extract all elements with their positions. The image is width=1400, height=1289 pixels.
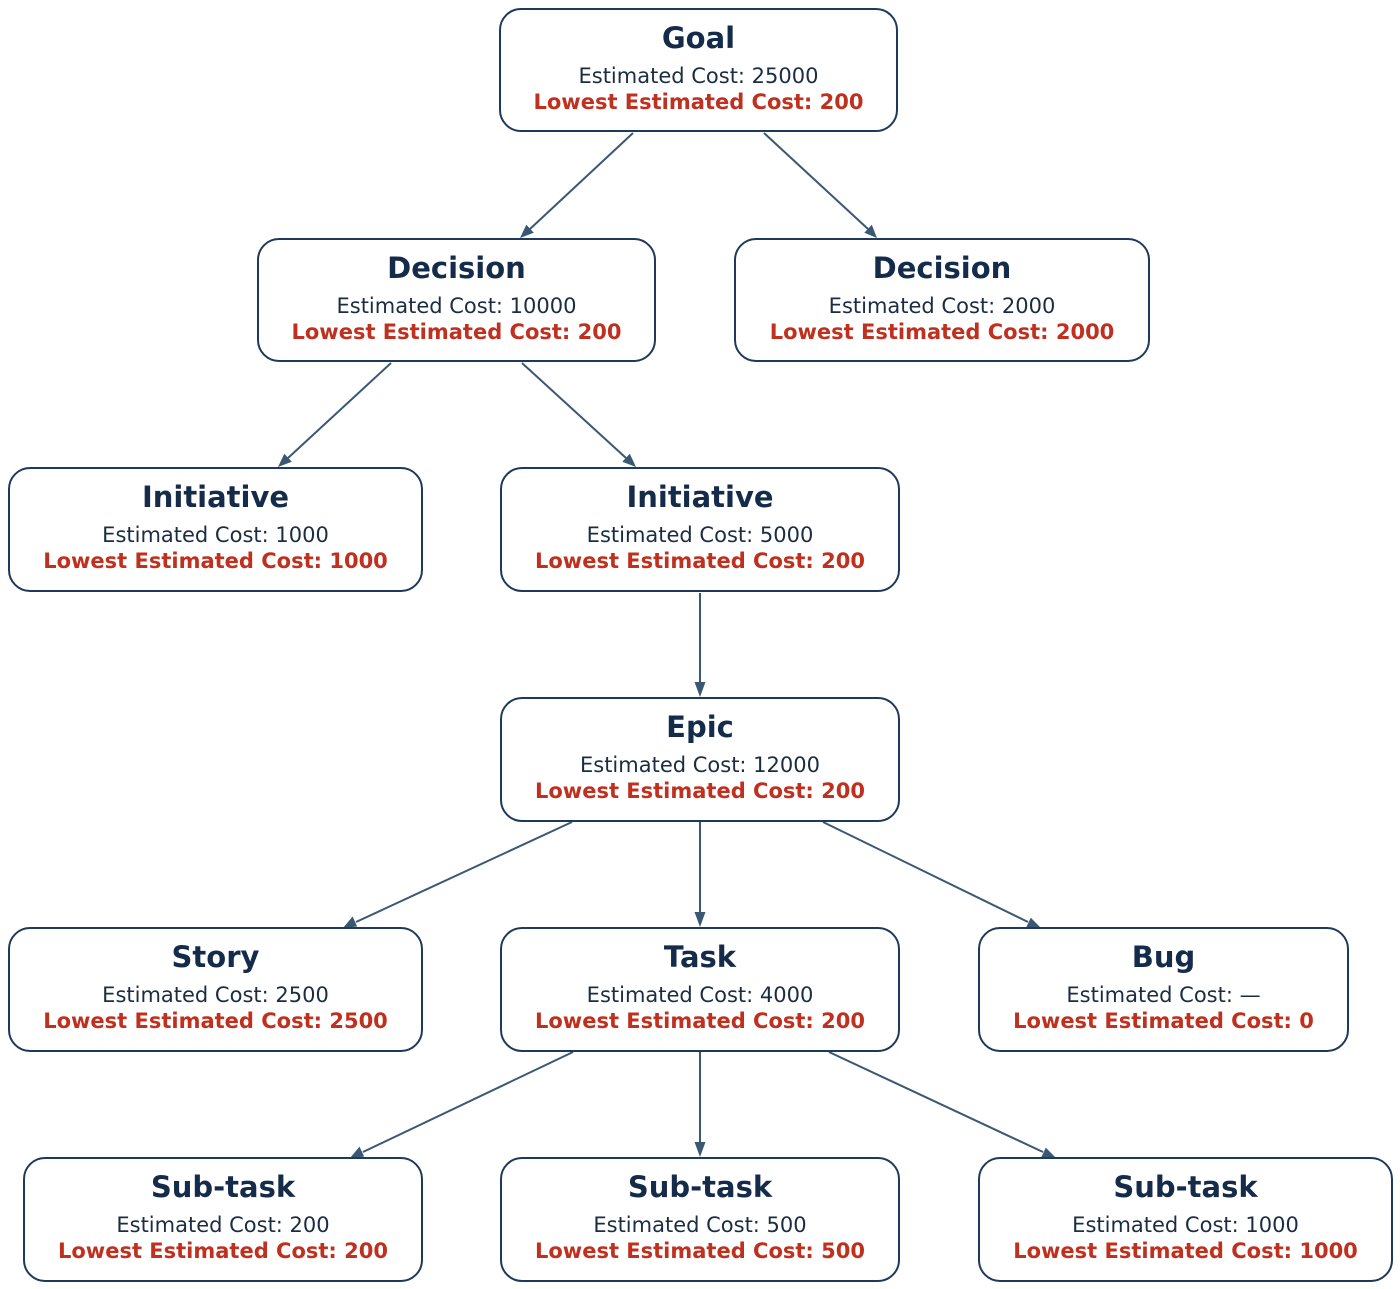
node-estimated-cost: Estimated Cost: 5000 [586, 523, 814, 547]
edge-goal-to-decision-2 [763, 132, 877, 238]
edge-decision-1-to-initiative-1 [278, 362, 392, 467]
node-estimated-cost: Estimated Cost: 25000 [578, 64, 819, 88]
node-estimated-cost: Estimated Cost: 2500 [102, 983, 329, 1007]
node-lowest-estimated-cost: Lowest Estimated Cost: 0 [1013, 1009, 1314, 1033]
edge-goal-to-decision-1 [520, 132, 634, 238]
node-lowest-estimated-cost: Lowest Estimated Cost: 200 [291, 320, 622, 344]
node-subtask-1: Sub-task Estimated Cost: 200 Lowest Esti… [23, 1157, 423, 1282]
node-lowest-estimated-cost: Lowest Estimated Cost: 200 [533, 90, 864, 114]
node-epic: Epic Estimated Cost: 12000 Lowest Estima… [500, 697, 900, 822]
arrowhead-icon [343, 916, 358, 928]
node-lowest-estimated-cost: Lowest Estimated Cost: 1000 [43, 549, 388, 573]
node-task: Task Estimated Cost: 4000 Lowest Estimat… [500, 927, 900, 1052]
arrowhead-icon [622, 453, 636, 467]
node-title: Sub-task [150, 1170, 296, 1204]
node-title: Epic [666, 710, 734, 744]
edge-epic-to-task [694, 822, 706, 927]
node-title: Initiative [141, 480, 290, 514]
node-lowest-estimated-cost: Lowest Estimated Cost: 1000 [1013, 1239, 1358, 1263]
arrowhead-icon [694, 682, 706, 697]
node-initiative-2: Initiative Estimated Cost: 5000 Lowest E… [500, 467, 900, 592]
arrowhead-icon [694, 912, 706, 927]
node-title: Initiative [626, 480, 774, 514]
node-estimated-cost: Estimated Cost: 12000 [579, 753, 820, 777]
node-bug: Bug Estimated Cost: — Lowest Estimated C… [978, 927, 1349, 1052]
edge-line [822, 821, 1029, 923]
node-title: Story [171, 940, 260, 974]
node-title: Decision [872, 251, 1012, 285]
node-lowest-estimated-cost: Lowest Estimated Cost: 500 [535, 1239, 865, 1263]
edge-task-to-subtask-2 [694, 1052, 706, 1157]
node-lowest-estimated-cost: Lowest Estimated Cost: 200 [535, 549, 865, 573]
node-title: Decision [387, 251, 526, 285]
edge-line [521, 362, 627, 459]
arrowhead-icon [278, 453, 292, 467]
edge-epic-to-bug [822, 821, 1041, 928]
arrowhead-icon [1041, 1147, 1056, 1158]
node-estimated-cost: Estimated Cost: 10000 [336, 294, 577, 318]
node-lowest-estimated-cost: Lowest Estimated Cost: 200 [58, 1239, 388, 1263]
node-lowest-estimated-cost: Lowest Estimated Cost: 200 [535, 1009, 865, 1033]
arrowhead-icon [350, 1146, 365, 1158]
node-title: Goal [661, 21, 736, 55]
edge-task-to-subtask-1 [350, 1051, 574, 1158]
node-title: Bug [1131, 940, 1196, 974]
node-title: Sub-task [627, 1170, 773, 1204]
arrowhead-icon [1026, 917, 1041, 928]
arrowhead-icon [864, 224, 877, 238]
node-goal: Goal Estimated Cost: 25000 Lowest Estima… [499, 8, 898, 132]
edge-line [355, 821, 573, 923]
node-subtask-2: Sub-task Estimated Cost: 500 Lowest Esti… [500, 1157, 900, 1282]
arrowhead-icon [520, 224, 534, 238]
node-title: Sub-task [1113, 1170, 1258, 1204]
arrowhead-icon [694, 1142, 706, 1157]
edge-task-to-subtask-3 [828, 1051, 1056, 1158]
node-lowest-estimated-cost: Lowest Estimated Cost: 2000 [769, 320, 1115, 344]
node-estimated-cost: Estimated Cost: 1000 [1072, 1213, 1299, 1237]
edge-line [529, 132, 634, 230]
node-story: Story Estimated Cost: 2500 Lowest Estima… [8, 927, 423, 1052]
edge-epic-to-story [343, 821, 573, 928]
node-decision-2: Decision Estimated Cost: 2000 Lowest Est… [734, 238, 1150, 362]
node-estimated-cost: Estimated Cost: 2000 [828, 294, 1056, 318]
node-estimated-cost: Estimated Cost: 500 [593, 1213, 807, 1237]
node-decision-1: Decision Estimated Cost: 10000 Lowest Es… [257, 238, 656, 362]
node-estimated-cost: Estimated Cost: 200 [116, 1213, 330, 1237]
node-lowest-estimated-cost: Lowest Estimated Cost: 2500 [43, 1009, 388, 1033]
node-subtask-3: Sub-task Estimated Cost: 1000 Lowest Est… [978, 1157, 1393, 1282]
node-estimated-cost: Estimated Cost: 4000 [586, 983, 814, 1007]
edge-line [362, 1051, 574, 1153]
node-estimated-cost: Estimated Cost: — [1066, 983, 1261, 1007]
edge-decision-1-to-initiative-2 [521, 362, 636, 467]
node-estimated-cost: Estimated Cost: 1000 [102, 523, 329, 547]
edge-initiative-2-to-epic [694, 593, 706, 697]
edge-line [287, 362, 392, 459]
node-title: Task [663, 940, 737, 974]
edge-line [828, 1051, 1044, 1153]
edge-line [763, 132, 869, 230]
node-lowest-estimated-cost: Lowest Estimated Cost: 200 [535, 779, 865, 803]
node-initiative-1: Initiative Estimated Cost: 1000 Lowest E… [8, 467, 423, 592]
